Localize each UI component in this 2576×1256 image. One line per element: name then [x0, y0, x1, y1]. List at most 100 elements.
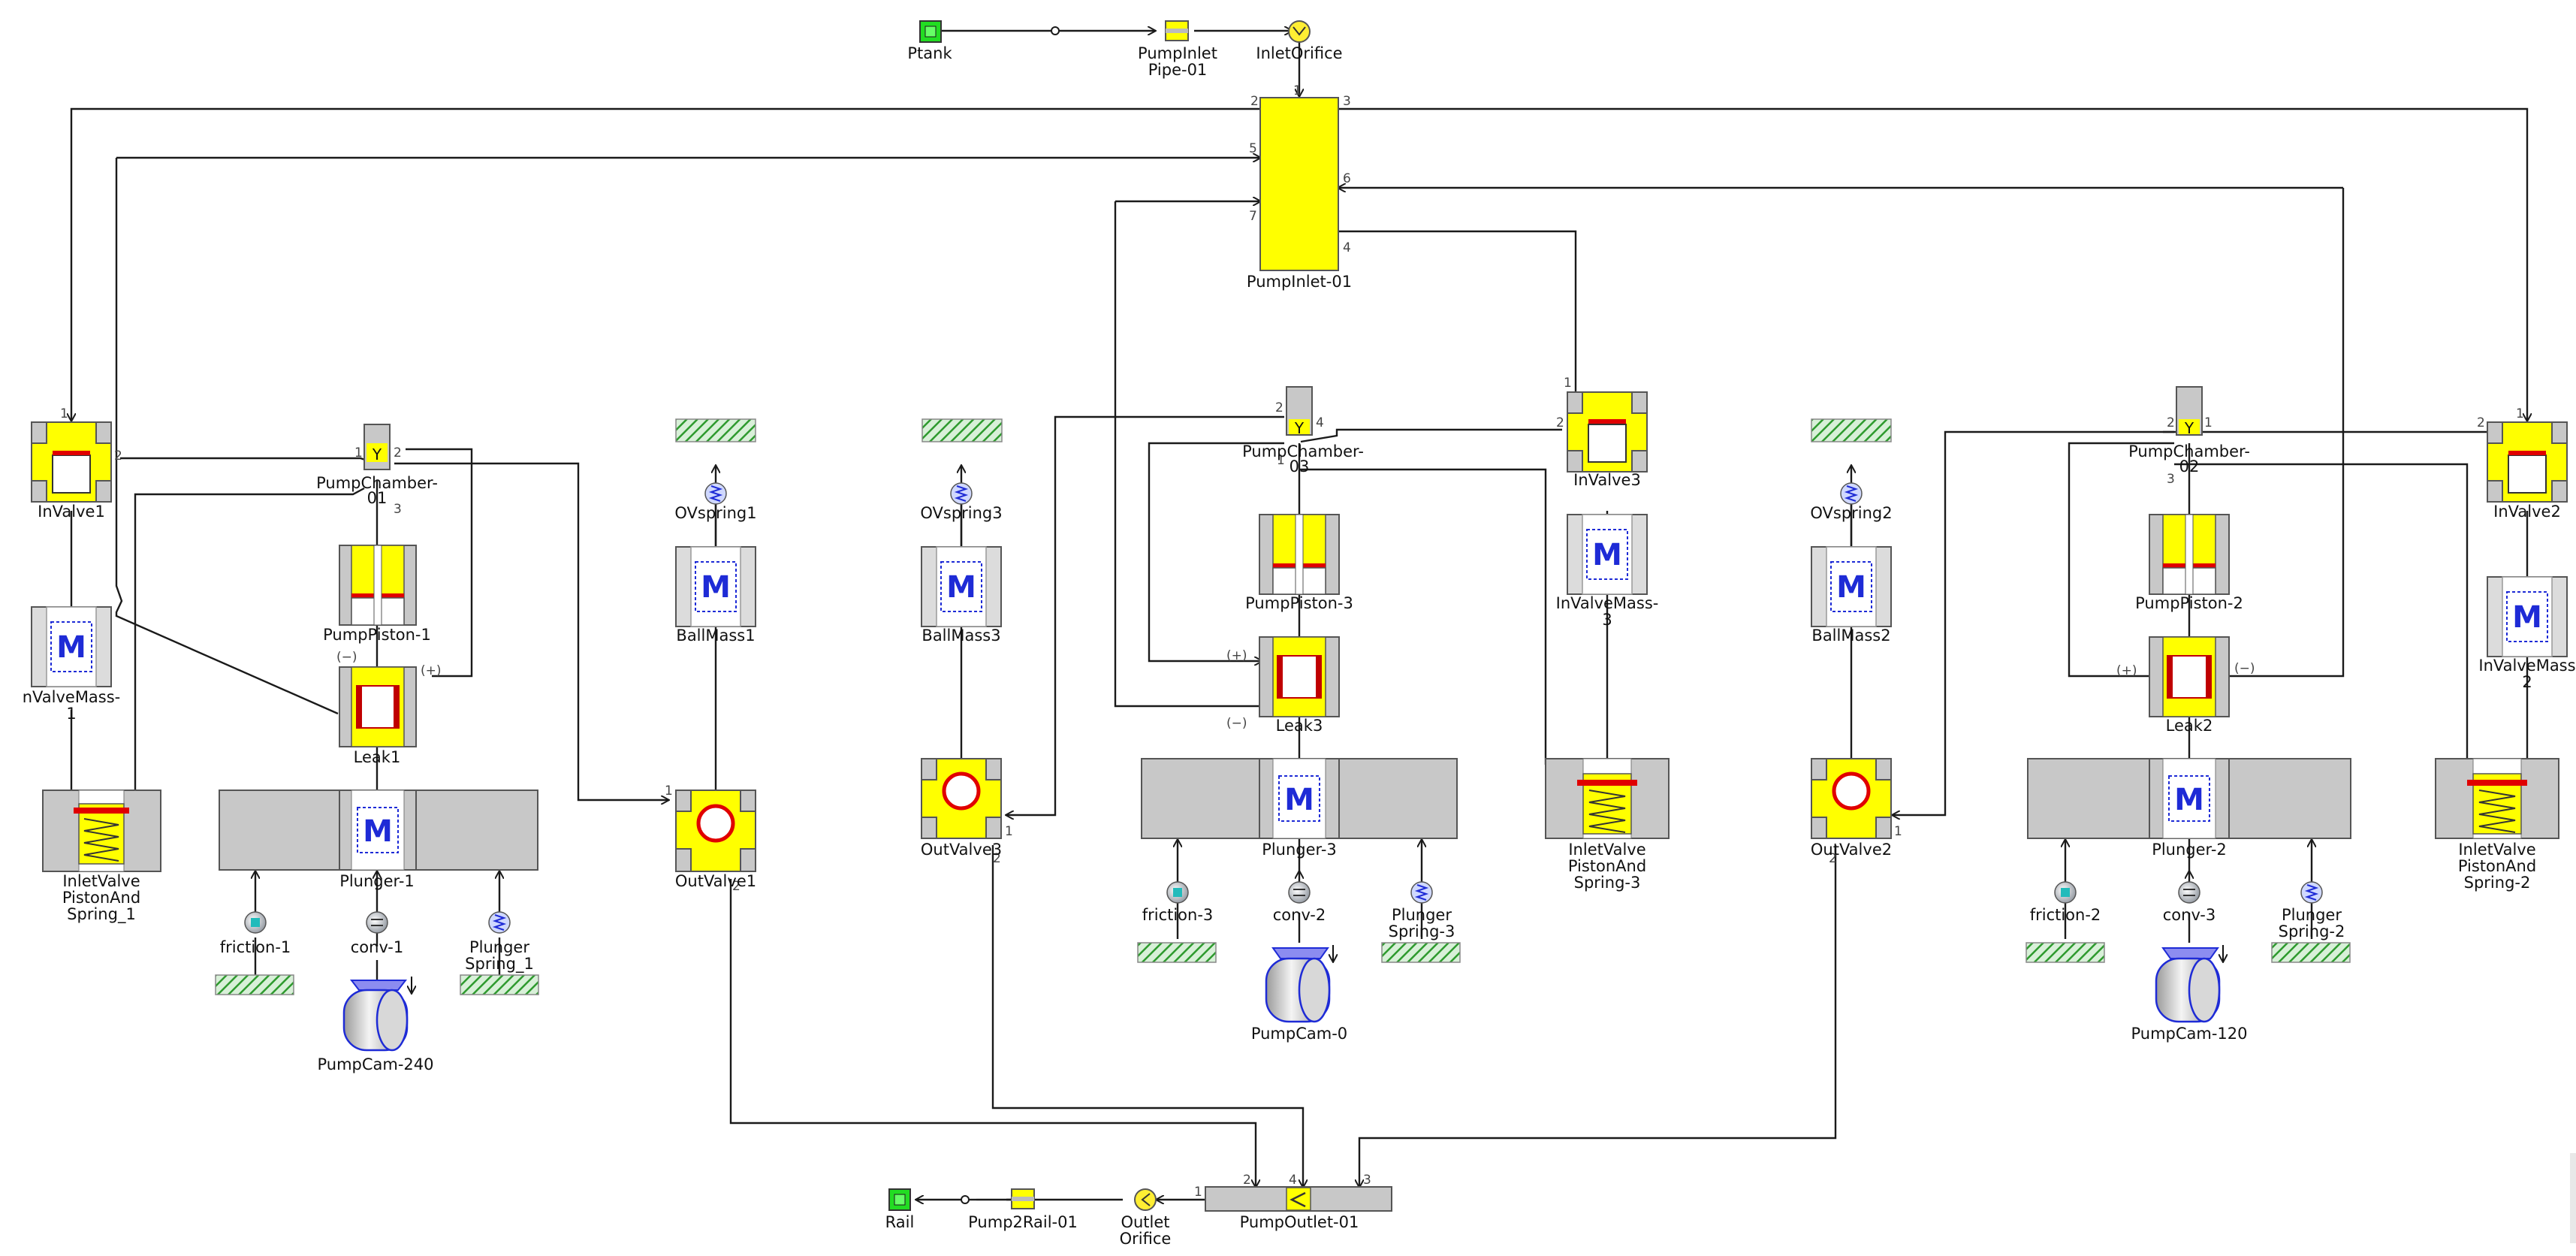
plunger-spring-3[interactable]: Plunger Spring-3	[1389, 881, 1455, 940]
outlet-orifice[interactable]: Outlet Orifice	[1120, 1188, 1172, 1248]
inlet-orifice[interactable]: InletOrifice	[1256, 20, 1343, 62]
pump-inlet-block[interactable]: 1 2 3 5 6 7 4 PumpInlet-01	[1247, 83, 1352, 291]
conv-1-label: conv-1	[351, 938, 404, 956]
ball-mass-2-label: BallMass2	[1811, 626, 1890, 645]
pump-piston-2[interactable]: PumpPiston-2	[2135, 514, 2243, 612]
outlet-orifice-label-2: Orifice	[1120, 1230, 1172, 1248]
in-valve-3-label: InValve3	[1573, 471, 1641, 489]
out-valve-3[interactable]: 1 2 OutValve3	[921, 758, 1013, 866]
outlet-orifice-label-1: Outlet	[1121, 1213, 1169, 1231]
friction-1[interactable]: friction-1	[220, 911, 291, 956]
ov-spring-2-label: OVspring2	[1810, 504, 1892, 522]
pump-chamber-3[interactable]: Y 2 4 1 PumpChamber- 03	[1242, 386, 1364, 476]
inlet-valve-piston-spring-2[interactable]: InletValve PistonAnd Spring-2	[2435, 758, 2559, 892]
port-label: 1	[1894, 824, 1902, 839]
conv-3[interactable]: conv-3	[2163, 881, 2216, 924]
pump-piston-3[interactable]: PumpPiston-3	[1245, 514, 1353, 612]
in-valve-3[interactable]: 1 2 InValve3	[1556, 376, 1648, 489]
pump-cam-0[interactable]: PumpCam-0	[1251, 945, 1347, 1043]
ground-1b	[460, 974, 539, 995]
pump-inlet-pipe[interactable]: PumpInlet Pipe-01	[1138, 20, 1217, 79]
port-label: 5	[1249, 141, 1257, 156]
out-valve-1[interactable]: 1 2 OutValve1	[665, 783, 756, 894]
pump2rail-pipe[interactable]: Pump2Rail-01	[968, 1188, 1078, 1231]
scrollbar[interactable]	[2570, 1153, 2576, 1243]
pump-piston-2-label: PumpPiston-2	[2135, 594, 2243, 612]
ivps3-label-2: PistonAnd	[1568, 857, 1646, 875]
inlet-valve-piston-spring-3[interactable]: InletValve PistonAnd Spring-3	[1545, 758, 1670, 892]
port-label: 1	[1564, 376, 1572, 391]
friction-2[interactable]: friction-2	[2030, 881, 2101, 924]
port-label: 1	[1293, 83, 1302, 98]
ptank[interactable]: Ptank	[907, 20, 952, 62]
out-valve-2[interactable]: 1 2 OutValve2	[1811, 758, 1902, 866]
port-label: 2	[114, 448, 122, 463]
mass-symbol: M	[1836, 570, 1866, 605]
plunger-spring-2[interactable]: Plunger Spring-2	[2279, 881, 2345, 940]
out-valve-3-label: OutValve3	[921, 841, 1002, 859]
plunger-spring-1[interactable]: Plunger Spring_1	[465, 911, 534, 974]
connector-node	[1051, 26, 1060, 35]
ov-spring-1[interactable]: OVspring1	[674, 482, 757, 522]
ball-mass-1[interactable]: M BallMass1	[675, 546, 756, 645]
pump-chamber-3-label-a: PumpChamber-	[1242, 442, 1364, 460]
ball-mass-2[interactable]: M BallMass2	[1811, 546, 1892, 645]
in-valve-mass-1[interactable]: M nValveMass- 1	[23, 606, 121, 723]
plunger-1[interactable]: M Plunger-1	[219, 790, 538, 890]
plunger-spring-1-label-1: Plunger	[469, 938, 529, 956]
plunger-3[interactable]: M Plunger-3	[1141, 758, 1458, 859]
conv-1[interactable]: conv-1	[351, 911, 404, 956]
ov-spring-3[interactable]: OVspring3	[920, 482, 1003, 522]
pump-outlet-block[interactable]: 1 2 4 3 PumpOutlet-01	[1194, 1173, 1392, 1231]
ov-spring-2[interactable]: OVspring2	[1810, 482, 1893, 522]
leak-1-label: Leak1	[354, 748, 401, 766]
venturi-symbol: Y	[1294, 419, 1305, 437]
rail[interactable]: Rail	[885, 1188, 915, 1231]
port-label: (−)	[1226, 716, 1247, 731]
friction-3-label: friction-3	[1142, 906, 1214, 924]
in-valve-mass-3[interactable]: M InValveMass- 3	[1556, 514, 1659, 629]
in-valve-mass-3-label-a: InValveMass-	[1556, 594, 1659, 612]
in-valve-mass-1-label-b: 1	[66, 705, 76, 723]
conv-2[interactable]: conv-2	[1273, 881, 1326, 924]
mass-symbol: M	[1592, 538, 1622, 572]
port-label: 1	[1277, 453, 1285, 468]
in-valve-2[interactable]: 1 2 InValve2	[2477, 406, 2568, 521]
ground-3a	[1137, 942, 1217, 963]
port-label: 1	[2204, 415, 2213, 430]
leak-3[interactable]: (+) (−) Leak3	[1226, 636, 1340, 735]
ivps1-label-1: InletValve	[62, 872, 140, 890]
pump-cam-120[interactable]: PumpCam-120	[2131, 945, 2248, 1043]
venturi-symbol: Y	[372, 445, 382, 463]
pump-piston-1[interactable]: PumpPiston-1	[323, 545, 431, 644]
ball-mass-3[interactable]: M BallMass3	[921, 546, 1002, 645]
pump-cam-240[interactable]: PumpCam-240	[317, 977, 434, 1073]
leak-1[interactable]: (−) (+) Leak1	[336, 650, 442, 766]
leak-2[interactable]: (+) (−) Leak2	[2116, 636, 2255, 735]
port-label: 1	[354, 445, 363, 460]
pump-chamber-2[interactable]: Y 2 1 3 PumpChamber- 02	[2128, 386, 2250, 487]
in-valve-mass-2[interactable]: M InValveMass 2	[2478, 576, 2576, 691]
ivps3-label-3: Spring-3	[1574, 874, 1641, 892]
pump-chamber-1[interactable]: Y 1 2 3 PumpChamber- 01	[316, 424, 438, 517]
port-label: 2	[1275, 400, 1283, 415]
plunger-2[interactable]: M Plunger-2	[2027, 758, 2351, 859]
ground-1a	[215, 974, 294, 995]
pump-cam-240-label: PumpCam-240	[317, 1055, 433, 1073]
port-label: 3	[2167, 472, 2175, 487]
plunger-spring-3-label-2: Spring-3	[1389, 922, 1455, 940]
port-label: 2	[1250, 94, 1259, 109]
ivps3-label-1: InletValve	[1568, 841, 1645, 859]
port-label: 2	[1243, 1173, 1251, 1188]
mass-symbol: M	[363, 814, 393, 849]
port-label: 3	[394, 502, 402, 517]
ivps1-label-2: PistonAnd	[62, 889, 140, 907]
friction-3[interactable]: friction-3	[1142, 881, 1214, 924]
inlet-valve-piston-spring-1[interactable]: InletValve PistonAnd Spring_1	[42, 790, 161, 924]
conv-3-label: conv-3	[2163, 906, 2216, 924]
in-valve-1[interactable]: 1 2 InValve1	[31, 406, 122, 521]
ptank-label: Ptank	[907, 44, 952, 62]
port-label: 1	[1005, 824, 1013, 839]
rail-label: Rail	[885, 1213, 915, 1231]
